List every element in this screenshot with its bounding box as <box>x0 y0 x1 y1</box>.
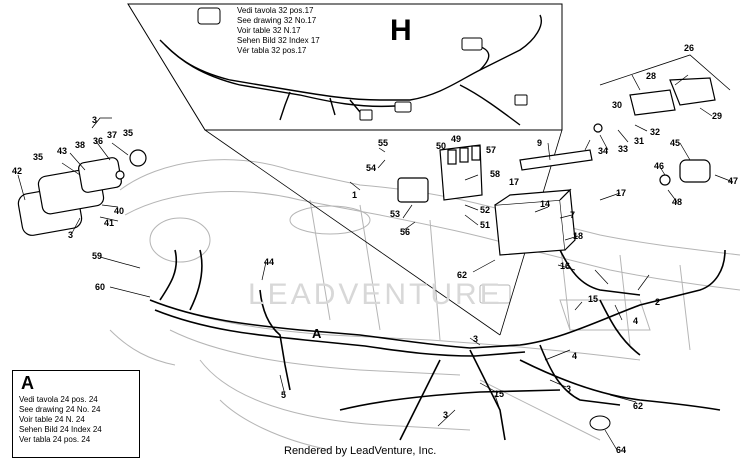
clamp-64 <box>589 415 611 431</box>
callout-2: 2 <box>655 297 661 307</box>
callout-37: 37 <box>107 130 118 140</box>
callout-7: 7 <box>570 210 576 220</box>
inset-h-notes: Vedi tavola 32 pos.17 See drawing 32 No.… <box>237 6 320 56</box>
callout-1: 1 <box>352 190 358 200</box>
callout-35: 35 <box>123 128 134 138</box>
callout-28: 28 <box>646 71 657 81</box>
inset-a-line-4: Sehen Bild 24 Index 24 <box>19 425 102 434</box>
callout-3: 3 <box>473 334 479 344</box>
inset-h-connectors <box>197 7 528 121</box>
callout-52: 52 <box>480 205 491 215</box>
inset-a-line-3: Voir table 24 N. 24 <box>19 415 85 424</box>
battery <box>494 188 576 256</box>
callout-17: 17 <box>509 177 520 187</box>
marker-a: A <box>312 326 322 341</box>
main-harness <box>149 249 726 441</box>
callout-3: 3 <box>68 230 74 240</box>
callout-36: 36 <box>93 136 104 146</box>
callout-46: 46 <box>654 161 665 171</box>
inset-h-line-3: Voir table 32 N.17 <box>237 26 301 35</box>
callout-48: 48 <box>672 197 683 207</box>
credit-text: Rendered by LeadVenture, Inc. <box>284 445 437 457</box>
fuse-box <box>397 144 483 203</box>
callout-32: 32 <box>650 127 661 137</box>
callout-62: 62 <box>457 270 468 280</box>
callout-45: 45 <box>670 138 681 148</box>
callout-59: 59 <box>92 251 103 261</box>
callout-49: 49 <box>451 134 462 144</box>
right-parts <box>519 77 716 186</box>
callout-33: 33 <box>618 144 629 154</box>
inset-h-line-4: Sehen Bild 32 Index 17 <box>237 36 320 45</box>
callout-50: 50 <box>436 141 447 151</box>
callout-53: 53 <box>390 209 401 219</box>
callout-43: 43 <box>57 146 68 156</box>
callout-35: 35 <box>33 152 44 162</box>
callout-3: 3 <box>443 410 449 420</box>
group-26-bracket <box>599 54 731 91</box>
callout-9: 9 <box>537 138 543 148</box>
inset-h-letter: H <box>390 14 412 47</box>
callout-42: 42 <box>12 166 23 176</box>
callout-3: 3 <box>566 384 572 394</box>
callout-26: 26 <box>684 43 695 53</box>
inset-a-box: A Vedi tavola 24 pos. 24 See drawing 24 … <box>12 370 140 458</box>
callout-55: 55 <box>378 138 389 148</box>
callout-47: 47 <box>728 176 739 186</box>
callout-3: 3 <box>92 115 98 125</box>
callout-51: 51 <box>480 220 491 230</box>
inset-a-line-5: Ver tabla 24 pos. 24 <box>19 435 91 444</box>
callout-31: 31 <box>634 136 645 146</box>
inset-h-line-5: Vér tabla 32 pos.17 <box>237 46 307 55</box>
inset-a-line-1: Vedi tavola 24 pos. 24 <box>19 395 98 404</box>
callout-30: 30 <box>612 100 623 110</box>
watermark: LEADVENTURE <box>248 278 503 311</box>
callout-4: 4 <box>633 316 639 326</box>
callout-15: 15 <box>494 389 505 399</box>
group-3-bracket <box>91 117 112 129</box>
inset-h-line-2: See drawing 32 No.17 <box>237 16 317 25</box>
callout-38: 38 <box>75 140 86 150</box>
inset-a-line-2: See drawing 24 No. 24 <box>19 405 101 414</box>
callout-57: 57 <box>486 145 497 155</box>
callout-56: 56 <box>400 227 411 237</box>
callout-40: 40 <box>114 206 125 216</box>
callout-60: 60 <box>95 282 106 292</box>
callout-44: 44 <box>264 257 275 267</box>
inset-a-letter: A <box>21 373 34 393</box>
callout-4: 4 <box>572 351 578 361</box>
inset-h-line-1: Vedi tavola 32 pos.17 <box>237 6 314 15</box>
callout-54: 54 <box>366 163 377 173</box>
callout-15: 15 <box>588 294 599 304</box>
callout-5: 5 <box>281 390 287 400</box>
callout-58: 58 <box>490 169 501 179</box>
callout-29: 29 <box>712 111 723 121</box>
callout-17: 17 <box>616 188 627 198</box>
callout-64: 64 <box>616 445 627 455</box>
headlight-assembly <box>17 149 147 236</box>
callout-34: 34 <box>598 146 609 156</box>
callout-18: 18 <box>573 231 584 241</box>
callout-41: 41 <box>104 218 115 228</box>
callout-14: 14 <box>540 199 551 209</box>
callout-16: 16 <box>560 261 571 271</box>
callout-62: 62 <box>633 401 644 411</box>
leader-lines <box>17 74 734 451</box>
